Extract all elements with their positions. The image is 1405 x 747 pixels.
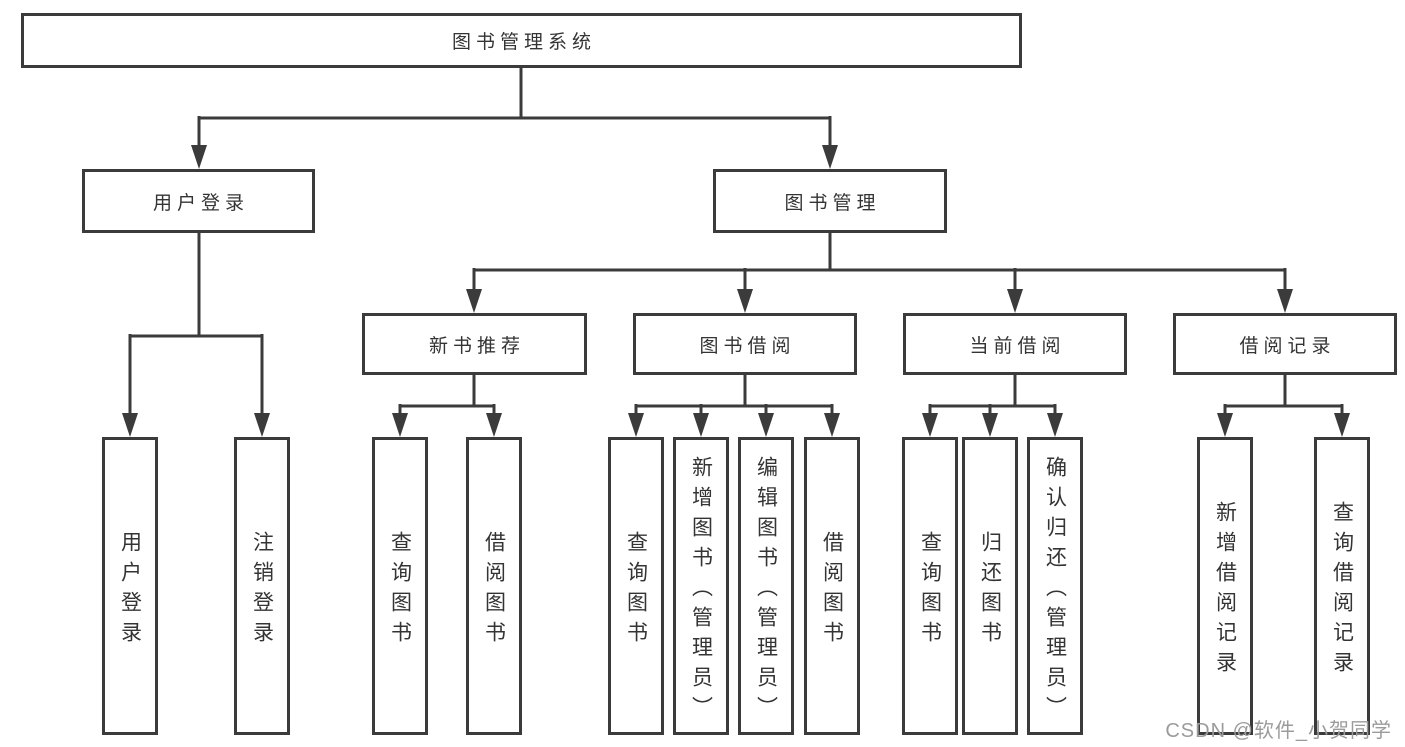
csdn-watermark: CSDN @软件_小贺同学 bbox=[1165, 720, 1392, 742]
node-label: 查询借阅记录 bbox=[1330, 500, 1354, 681]
leaf-return-books: 归还图书 bbox=[962, 437, 1018, 735]
node-label: 当前借阅 bbox=[969, 335, 1066, 357]
leaf-confirm-return-admin: 确认归还（管理员） bbox=[1027, 437, 1083, 735]
node-root-library-system: 图书管理系统 bbox=[21, 13, 1022, 68]
leaf-borrow-books-recommend: 借阅图书 bbox=[466, 437, 522, 735]
leaf-query-books-recommend: 查询图书 bbox=[372, 437, 428, 735]
node-current-borrowing: 当前借阅 bbox=[903, 313, 1127, 375]
node-label: 查询图书 bbox=[918, 530, 942, 651]
leaf-edit-books-admin: 编辑图书（管理员） bbox=[738, 437, 794, 735]
node-book-management: 图书管理 bbox=[713, 169, 947, 233]
node-label: 借阅图书 bbox=[482, 530, 506, 651]
node-label: 确认归还（管理员） bbox=[1043, 455, 1067, 726]
node-label: 新增图书（管理员） bbox=[689, 455, 713, 726]
node-label: 借阅图书 bbox=[820, 530, 844, 651]
node-label: 图书管理系统 bbox=[451, 32, 596, 53]
leaf-add-books-admin: 新增图书（管理员） bbox=[673, 437, 729, 735]
node-label: 新书推荐 bbox=[428, 335, 525, 357]
node-label: 图书借阅 bbox=[699, 335, 796, 357]
node-user-login: 用户登录 bbox=[82, 169, 315, 233]
leaf-query-books-current: 查询图书 bbox=[902, 437, 958, 735]
node-label: 新增借阅记录 bbox=[1213, 500, 1237, 681]
node-label: 查询图书 bbox=[624, 530, 648, 651]
leaf-add-borrow-record: 新增借阅记录 bbox=[1197, 437, 1253, 735]
leaf-query-borrow-record: 查询借阅记录 bbox=[1314, 437, 1370, 735]
leaf-user-login: 用户登录 bbox=[102, 437, 158, 735]
leaf-logout: 注销登录 bbox=[234, 437, 290, 735]
node-label: 用户登录 bbox=[118, 530, 142, 651]
node-new-book-recommendation: 新书推荐 bbox=[362, 313, 587, 375]
leaf-query-books-borrowing: 查询图书 bbox=[608, 437, 664, 735]
leaf-borrow-books-borrowing: 借阅图书 bbox=[804, 437, 860, 735]
node-label: 归还图书 bbox=[978, 530, 1002, 651]
node-label: 编辑图书（管理员） bbox=[754, 455, 778, 726]
node-label: 用户登录 bbox=[152, 192, 249, 214]
node-book-borrowing: 图书借阅 bbox=[633, 313, 857, 375]
node-label: 借阅记录 bbox=[1239, 335, 1336, 357]
node-borrowing-records: 借阅记录 bbox=[1173, 313, 1397, 375]
node-label: 图书管理 bbox=[784, 192, 881, 214]
node-label: 查询图书 bbox=[388, 530, 412, 651]
node-label: 注销登录 bbox=[250, 530, 274, 651]
